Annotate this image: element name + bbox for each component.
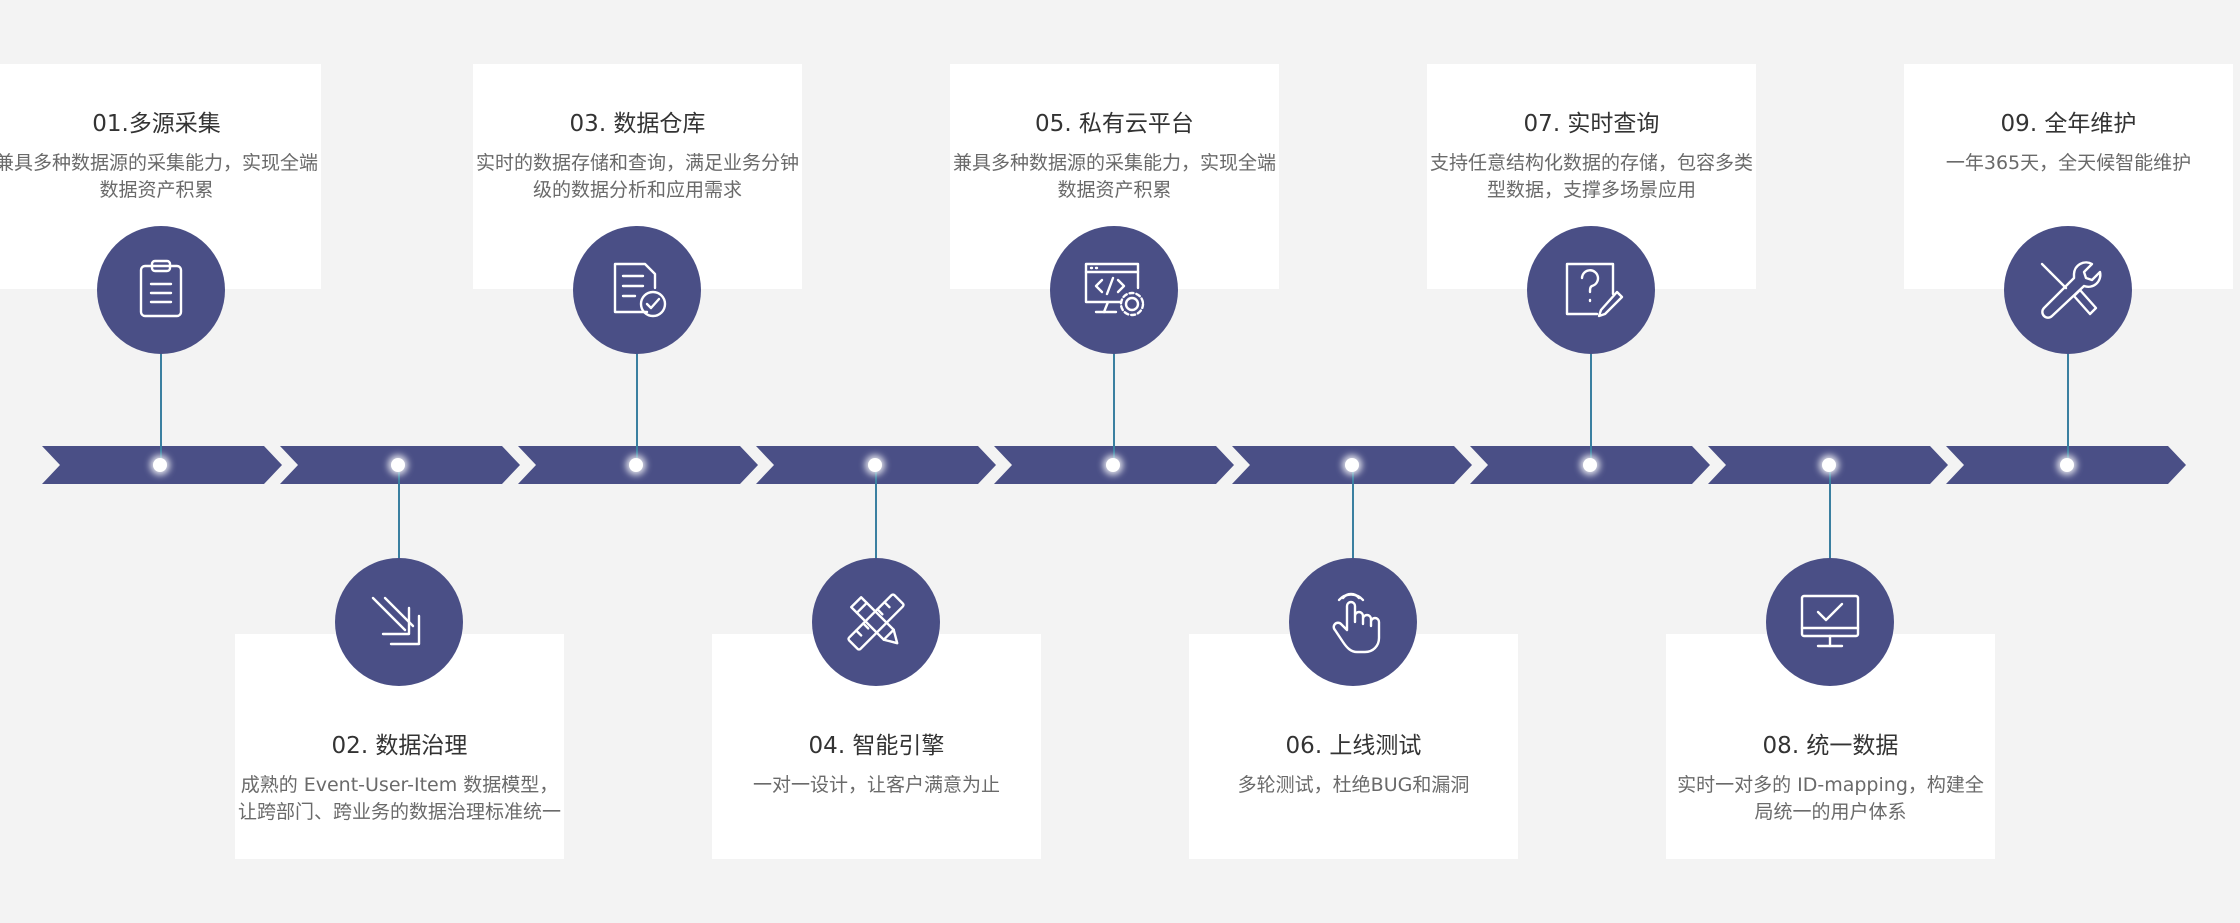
- step-description: 一年365天，全天候智能维护: [1945, 152, 2192, 174]
- connector-line: [636, 352, 638, 464]
- connector-line: [398, 472, 400, 560]
- step-description: 实时一对多的 ID-mapping，构建全局统一的用户体系: [1677, 774, 1984, 823]
- step-description: 支持任意结构化数据的存储，包容多类型数据，支撑多场景应用: [1429, 152, 1753, 201]
- hand-pointer-icon: [1332, 592, 1381, 654]
- step-description: 兼具多种数据源的采集能力，实现全端数据资产积累: [952, 152, 1276, 201]
- step-icon-circle: [1766, 558, 1894, 686]
- connector-line: [1113, 352, 1115, 464]
- timeline-node: [1583, 458, 1597, 472]
- step-title: 02. 数据治理: [331, 733, 468, 759]
- arrows-merge-icon: [371, 596, 421, 646]
- step-icon-circle: [1050, 226, 1178, 354]
- connector-line: [1352, 472, 1354, 560]
- step-icon-circle: [335, 558, 463, 686]
- step-icon-circle: [97, 226, 225, 354]
- timeline-node: [1345, 458, 1359, 472]
- step-description: 实时的数据存储和查询，满足业务分钟级的数据分析和应用需求: [475, 152, 799, 201]
- code-window-gear-icon: [1084, 262, 1145, 317]
- step-title: 01.多源采集: [92, 111, 221, 137]
- connector-line: [1829, 472, 1831, 560]
- step-card-02: 02. 数据治理 成熟的 Event-User-Item 数据模型，让跨部门、跨…: [235, 634, 564, 859]
- step-description: 一对一设计，让客户满意为止: [752, 774, 1000, 796]
- step-icon-circle: [1289, 558, 1417, 686]
- connector-line: [875, 472, 877, 560]
- connector-line: [160, 352, 162, 464]
- step-icon-circle: [573, 226, 701, 354]
- step-description: 兼具多种数据源的采集能力，实现全端数据资产积累: [0, 152, 318, 201]
- step-title: 06. 上线测试: [1285, 733, 1422, 759]
- step-title: 07. 实时查询: [1523, 111, 1660, 137]
- connector-line: [1590, 352, 1592, 464]
- connector-line: [2067, 352, 2069, 464]
- step-title: 09. 全年维护: [2000, 111, 2137, 137]
- question-note-icon: [1565, 262, 1624, 318]
- step-description: 多轮测试，杜绝BUG和漏洞: [1237, 774, 1470, 796]
- step-card-05: 05. 私有云平台 兼具多种数据源的采集能力，实现全端数据资产积累: [950, 64, 1279, 289]
- step-title: 05. 私有云平台: [1035, 111, 1194, 137]
- step-icon-circle: [1527, 226, 1655, 354]
- timeline-node: [1106, 458, 1120, 472]
- step-title: 03. 数据仓库: [569, 111, 706, 137]
- step-icon-circle: [2004, 226, 2132, 354]
- tools-icon: [2040, 261, 2102, 319]
- pencil-ruler-icon: [847, 593, 905, 651]
- step-title: 08. 统一数据: [1762, 733, 1899, 759]
- step-icon-circle: [812, 558, 940, 686]
- timeline-node: [1822, 458, 1836, 472]
- timeline-node: [391, 458, 405, 472]
- timeline-node: [153, 458, 167, 472]
- document-check-icon: [613, 262, 667, 318]
- timeline-node: [2060, 458, 2074, 472]
- timeline-node: [629, 458, 643, 472]
- monitor-check-icon: [1800, 594, 1860, 648]
- step-title: 04. 智能引擎: [808, 733, 945, 759]
- clipboard-icon: [139, 259, 183, 318]
- step-description: 成熟的 Event-User-Item 数据模型，让跨部门、跨业务的数据治理标准…: [237, 774, 561, 823]
- timeline-node: [868, 458, 882, 472]
